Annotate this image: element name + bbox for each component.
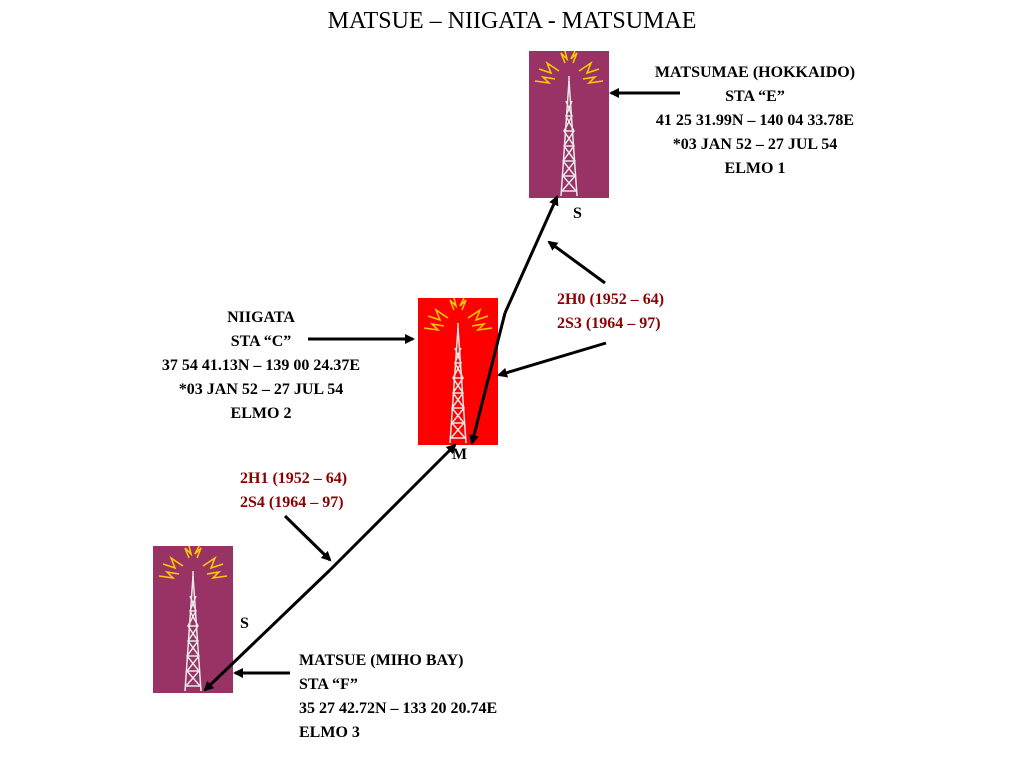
niigata-elmo: ELMO 2 [230, 405, 292, 422]
matsumae-name: MATSUMAE (HOKKAIDO) [654, 64, 856, 81]
link-niigata-matsumae [503, 195, 559, 314]
niigata-name: NIIGATA [227, 309, 295, 326]
pointer-upper-link-a [547, 240, 606, 285]
matsue-role-marker: S [240, 615, 249, 632]
niigata-tower-icon [418, 298, 498, 445]
matsue-name: MATSUE (MIHO BAY) [299, 652, 464, 669]
matsumae-coords: 41 25 31.99N – 140 04 33.78E [655, 112, 855, 129]
link-niigata-matsumae-lower [469, 312, 507, 445]
matsue-sta: STA “F” [299, 676, 358, 693]
matsue-tower-icon [153, 546, 233, 693]
pointer-upper-link-b [497, 341, 607, 378]
upper-link-line-2: 2S3 (1964 – 97) [557, 315, 661, 332]
niigata-dates: *03 JAN 52 – 27 JUL 54 [178, 381, 344, 398]
link-matsue-niigata [328, 443, 457, 572]
niigata-info: NIIGATA STA “C” 37 54 41.13N – 139 00 24… [131, 306, 391, 426]
matsumae-tower-icon [529, 51, 609, 198]
niigata-sta: STA “C” [230, 333, 292, 350]
matsue-info: MATSUE (MIHO BAY) STA “F” 35 27 42.72N –… [299, 649, 497, 745]
matsumae-role-marker: S [573, 205, 582, 222]
niigata-role-marker: M [452, 446, 468, 463]
matsumae-sta: STA “E” [725, 88, 785, 105]
link-matsue-niigata-lower [203, 568, 332, 692]
lower-link-line-1: 2H1 (1952 – 64) [240, 470, 348, 487]
lower-link-line-2: 2S4 (1964 – 97) [240, 494, 344, 511]
matsumae-dates: *03 JAN 52 – 27 JUL 54 [672, 136, 838, 153]
matsumae-elmo: ELMO 1 [724, 160, 786, 177]
lower-link-info: 2H1 (1952 – 64) 2S4 (1964 – 97) [240, 467, 347, 515]
matsue-coords: 35 27 42.72N – 133 20 20.74E [299, 700, 498, 717]
diagram-title: MATSUE – NIIGATA - MATSUMAE [327, 8, 697, 34]
niigata-coords: 37 54 41.13N – 139 00 24.37E [161, 357, 361, 374]
pointer-lower-link [283, 514, 332, 562]
upper-link-line-1: 2H0 (1952 – 64) [557, 291, 665, 308]
matsue-elmo: ELMO 3 [299, 724, 360, 741]
upper-link-info: 2H0 (1952 – 64) 2S3 (1964 – 97) [557, 288, 664, 336]
matsumae-info: MATSUMAE (HOKKAIDO) STA “E” 41 25 31.99N… [625, 61, 885, 181]
